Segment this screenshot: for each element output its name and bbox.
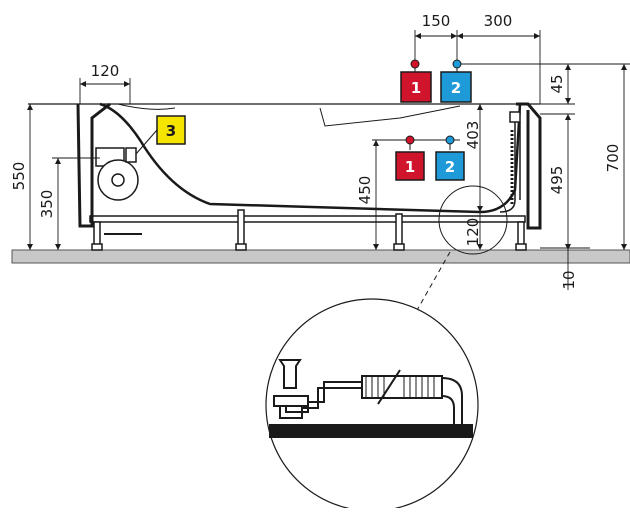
detail-callout-circle [438,185,508,255]
tub-right-wall [516,102,542,230]
dim-550: 550 [10,162,28,191]
floor-slab [11,249,630,264]
hot-badge-upper-label: 1 [411,79,421,97]
dim-45: 45 [548,74,566,93]
dim-120-top: 120 [91,62,120,80]
dim-300: 300 [484,12,513,30]
hot-badge-lower [395,151,425,181]
cold-badge-lower [435,151,465,181]
cold-badge-upper-label: 2 [451,79,461,97]
support-frame-bar [89,215,526,223]
dimension-arrows [27,33,627,250]
tub-headrest-curve [117,103,176,110]
dim-700: 700 [604,144,622,173]
tub-headrest [319,105,461,127]
hot-badge-upper [400,71,432,103]
cold-badge-lower-label: 2 [445,158,455,176]
dim-495: 495 [548,166,566,195]
dim-450: 450 [356,176,374,205]
magnified-hose-ribs [365,376,435,398]
hot-connection-dot-lower [405,135,415,145]
dim-150: 150 [422,12,451,30]
pump-unit [95,147,139,201]
item3-badge [156,115,186,145]
drain-assembly [499,111,521,213]
cold-connection-dot-upper [452,59,462,69]
dimension-lines [29,30,630,290]
cold-badge-upper [440,71,472,103]
pump-leader [135,129,158,155]
detail-leader-line [415,251,451,313]
dim-350: 350 [38,190,56,219]
tub-left-wall [76,102,111,228]
dim-10: 10 [560,270,578,289]
dim-120-mid: 120 [464,218,482,247]
tub-basin [99,102,522,214]
hot-badge-lower-label: 1 [405,158,415,176]
item3-badge-label: 3 [166,122,176,140]
cold-connection-dot-lower [445,135,455,145]
hot-connection-dot-upper [410,59,420,69]
dim-403: 403 [464,121,482,150]
support-legs [91,209,527,251]
